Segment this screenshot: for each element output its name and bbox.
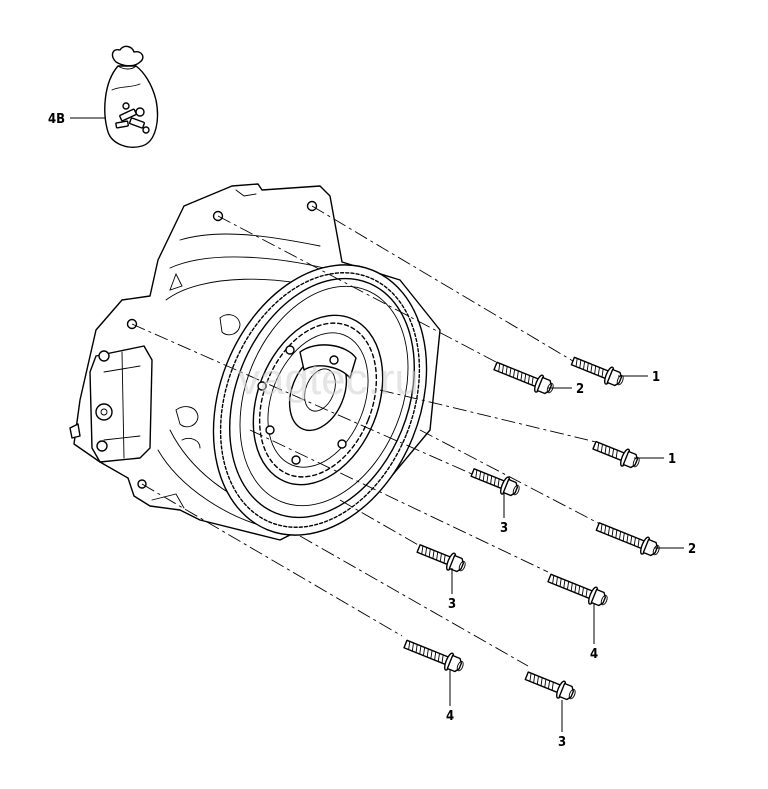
- bolt-4-right: [547, 573, 608, 607]
- bolt-3-upper: [470, 468, 520, 497]
- bolt-1-lower: [592, 440, 640, 469]
- callout-3-middle: 3: [448, 597, 456, 612]
- callout-2-upper: 2: [576, 382, 584, 397]
- callout-1-upper: 1: [652, 370, 660, 385]
- callout-labels: 1 2 1 3 2 3 4 4 3 4B: [48, 112, 696, 750]
- bolt-2-upper: [493, 361, 554, 395]
- transmission-assembly: [69, 183, 441, 541]
- bolt-3-middle: [416, 544, 466, 573]
- hardware-bag: [104, 45, 159, 148]
- leader-lines: [70, 117, 684, 732]
- bolt-4-left: [403, 639, 464, 673]
- callout-4B: 4B: [48, 112, 65, 127]
- bolt-3-lower: [524, 671, 576, 701]
- callout-3-lower: 3: [558, 735, 566, 750]
- bolt-1-upper: [570, 356, 624, 387]
- bag-bolts: [115, 102, 150, 134]
- callout-1-lower: 1: [668, 452, 676, 467]
- bolt-2-lower: [595, 522, 660, 557]
- callout-4-right: 4: [590, 647, 598, 662]
- callout-2-lower: 2: [688, 542, 696, 557]
- callout-3-upper: 3: [500, 521, 508, 536]
- bolt-group: [403, 356, 660, 701]
- callout-4-left: 4: [446, 709, 454, 724]
- watermark-text: vagtec.ru: [238, 355, 419, 404]
- alignment-lines: [131, 205, 601, 667]
